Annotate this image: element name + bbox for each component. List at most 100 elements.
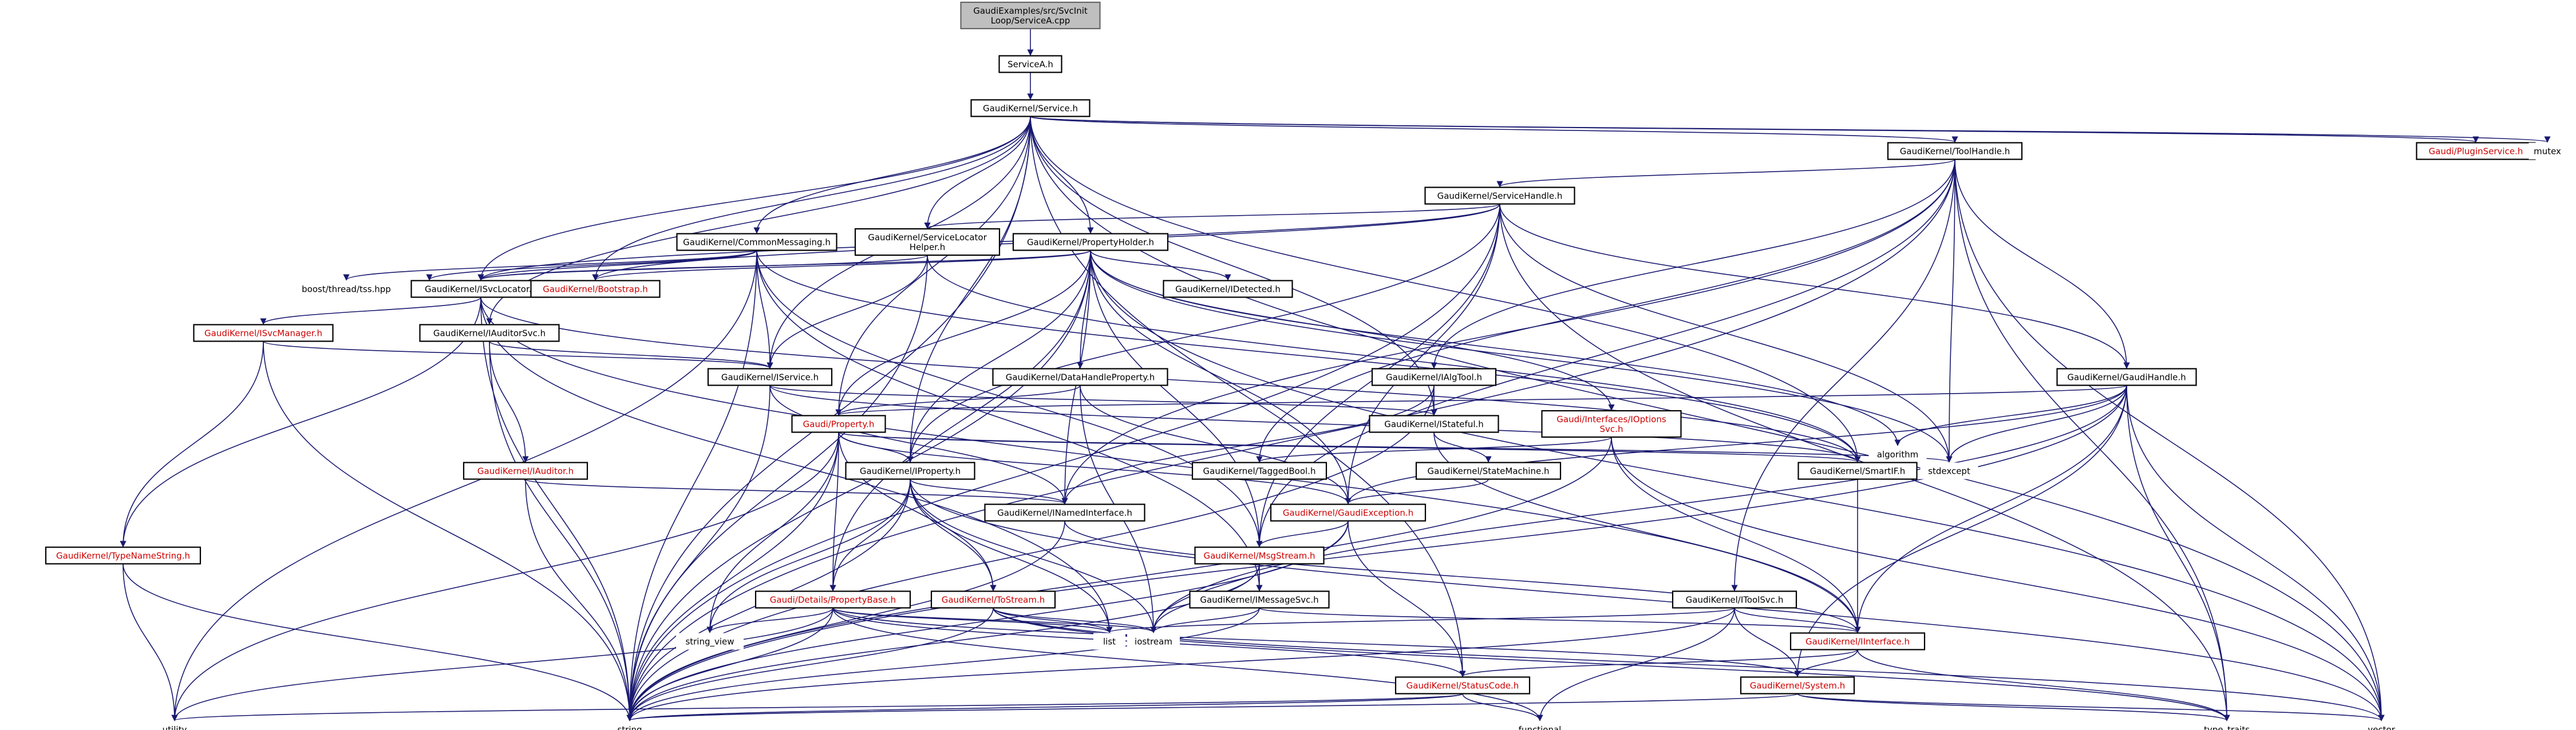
node-mutex: mutex [2528,142,2566,160]
node-root[interactable]: GaudiExamples/src/SvcInitLoop/ServiceA.c… [960,1,1101,30]
node-property-h[interactable]: Gaudi/Property.h [791,415,886,433]
edge-toolhandle-h-to-taggedbool-h [1256,159,1955,463]
node-iproperty-h[interactable]: GaudiKernel/IProperty.h [845,462,975,480]
node-itoolsvc-h[interactable]: GaudiKernel/IToolSvc.h [1672,590,1797,609]
edge-isvcmanager-h-to-iservice-h [263,340,773,369]
node-msgstream-h[interactable]: GaudiKernel/MsgStream.h [1194,546,1325,565]
edge-propertyholder-h-to-algorithm [1090,250,1901,446]
node-system-h[interactable]: GaudiKernel/System.h [1740,676,1855,695]
edge-isvclocator-h-to-list [480,297,1113,633]
edge-service-h-to-statuscode-h [1030,116,1466,677]
node-propertyholder-h[interactable]: GaudiKernel/PropertyHolder.h [1012,233,1169,251]
node-box [419,324,560,342]
edge-typenamestring-h-to-utility [123,564,178,721]
edge-iproperty-h-to-vector [910,479,2385,721]
edge-propertyholder-h-to-gaudiexception-h [1090,250,1352,505]
node-statuscode-h[interactable]: GaudiKernel/StatusCode.h [1394,676,1531,695]
node-label: string_view [685,637,734,648]
edge-servicehandle-h-to-string [626,204,1500,721]
node-inamedinterface-h[interactable]: GaudiKernel/INamedInterface.h [984,503,1145,522]
node-label: GaudiKernel/GaudiHandle.h [2067,372,2186,383]
edge-itoolsvc-h-to-iinterface-h [1734,608,1861,633]
node-string: string [609,721,651,730]
edge-system-h-to-string [627,693,1798,721]
node-isvcmanager-h[interactable]: GaudiKernel/ISvcManager.h [193,324,334,342]
node-label: GaudiKernel/Bootstrap.h [543,284,648,295]
node-taggedbool-h[interactable]: GaudiKernel/TaggedBool.h [1191,462,1327,480]
edge-propertybase-h-to-utility [171,608,833,721]
edge-toolhandle-h-to-msgstream-h [1256,159,1955,548]
node-statemachine-h[interactable]: GaudiKernel/StateMachine.h [1415,462,1562,480]
node-typenamestring-h[interactable]: GaudiKernel/TypeNameString.h [45,546,202,565]
edge-statuscode-h-to-string [627,693,1463,721]
node-toolhandle-h[interactable]: GaudiKernel/ToolHandle.h [1887,142,2023,160]
edge-iauditorsvc-h-to-iservice-h [489,340,773,369]
node-pluginservice-h[interactable]: Gaudi/PluginService.h [2416,142,2536,160]
node-box [1394,676,1531,695]
node-imessagesvc-h[interactable]: GaudiKernel/IMessageSvc.h [1189,590,1330,609]
node-box [1797,462,1918,480]
edge-tostream-h-to-list [993,608,1113,633]
node-label: GaudiKernel/Service.h [983,104,1078,114]
node-label: Gaudi/Interfaces/IOptions [1556,414,1666,424]
edge-propertyholder-h-to-msgstream-h [1090,250,1263,548]
edge-system-h-to-type-traits [1797,693,2230,721]
node-box [1191,462,1327,480]
node-isvclocator-h[interactable]: GaudiKernel/ISvcLocator.h [410,280,551,298]
edge-service-h-to-istateful-h [1030,116,1437,416]
node-iauditor-h[interactable]: GaudiKernel/IAuditor.h [463,462,588,480]
node-label: GaudiKernel/IToolSvc.h [1686,595,1784,605]
node-box [1369,415,1499,433]
node-propertybase-h[interactable]: Gaudi/Details/PropertyBase.h [754,590,911,609]
node-type-traits: type_traits [2193,721,2261,730]
edge-tostream-h-to-vector [993,608,2385,721]
node-smartif-h[interactable]: GaudiKernel/SmartIF.h [1797,462,1918,480]
node-box [2528,142,2566,160]
node-label: GaudiKernel/IService.h [721,372,819,383]
node-datahandleproperty-h[interactable]: GaudiKernel/DataHandleProperty.h [992,368,1168,386]
node-box [463,462,588,480]
node-label: GaudiKernel/MsgStream.h [1203,551,1315,561]
node-gaudiexception-h[interactable]: GaudiKernel/GaudiException.h [1270,503,1427,522]
edge-service-h-to-bootstrap-h [592,116,1031,281]
node-commonmessaging-h[interactable]: GaudiKernel/CommonMessaging.h [676,233,837,251]
edge-service-h-to-vector [1030,116,2385,721]
edge-iinterface-h-to-system-h [1794,649,1858,677]
node-label: ServiceA.h [1008,59,1053,70]
edge-gaudihandle-h-to-gaudiexception-h [1345,385,2127,505]
node-istateful-h[interactable]: GaudiKernel/IStateful.h [1369,415,1499,433]
node-box [1541,410,1682,438]
node-service-h[interactable]: GaudiKernel/Service.h [970,99,1091,117]
node-utility: utility [151,721,199,730]
edge-toolhandle-h-to-inamedinterface-h [1061,159,1955,505]
edge-property-h-to-stdexcept [838,431,1952,463]
node-tostream-h[interactable]: GaudiKernel/ToStream.h [930,590,1056,609]
node-iservice-h[interactable]: GaudiKernel/IService.h [707,368,833,386]
edge-propertybase-h-to-system-h [832,608,1801,677]
node-label: GaudiKernel/CommonMessaging.h [683,237,831,248]
dependency-nodes: GaudiExamples/src/SvcInitLoop/ServiceA.c… [45,1,2566,730]
node-label: GaudiKernel/System.h [1750,681,1845,691]
edge-gaudihandle-h-to-iinterface-h [1854,385,2127,633]
edge-iinterface-h-to-type-traits [1857,649,2230,721]
node-servicea-h[interactable]: ServiceA.h [998,55,1062,73]
edge-toolhandle-h-to-ialgtool-h [1431,159,1955,369]
node-label: GaudiKernel/StateMachine.h [1428,466,1550,477]
edge-imessagesvc-h-to-iinterface-h [1259,607,1861,633]
edge-ialgtool-h-to-inamedinterface-h [1061,385,1435,505]
node-bootstrap-h[interactable]: GaudiKernel/Bootstrap.h [530,280,661,298]
node-gaudihandle-h[interactable]: GaudiKernel/GaudiHandle.h [2056,368,2197,386]
node-idetected-h[interactable]: GaudiKernel/IDetected.h [1163,280,1293,298]
node-servicehandle-h[interactable]: GaudiKernel/ServiceHandle.h [1424,187,1575,205]
edge-gaudihandle-h-to-type-traits [2126,385,2230,721]
node-label: GaudiKernel/ToStream.h [942,595,1045,605]
edge-iauditorsvc-h-to-string [489,341,633,721]
node-iinterface-h[interactable]: GaudiKernel/IInterface.h [1789,632,1926,650]
node-box [1093,633,1125,650]
node-ialgtool-h[interactable]: GaudiKernel/IAlgTool.h [1371,368,1497,386]
node-iauditorsvc-h[interactable]: GaudiKernel/IAuditorSvc.h [419,324,560,342]
node-label: GaudiExamples/src/SvcInit [973,6,1088,16]
edge-iauditor-h-to-string [525,479,633,721]
